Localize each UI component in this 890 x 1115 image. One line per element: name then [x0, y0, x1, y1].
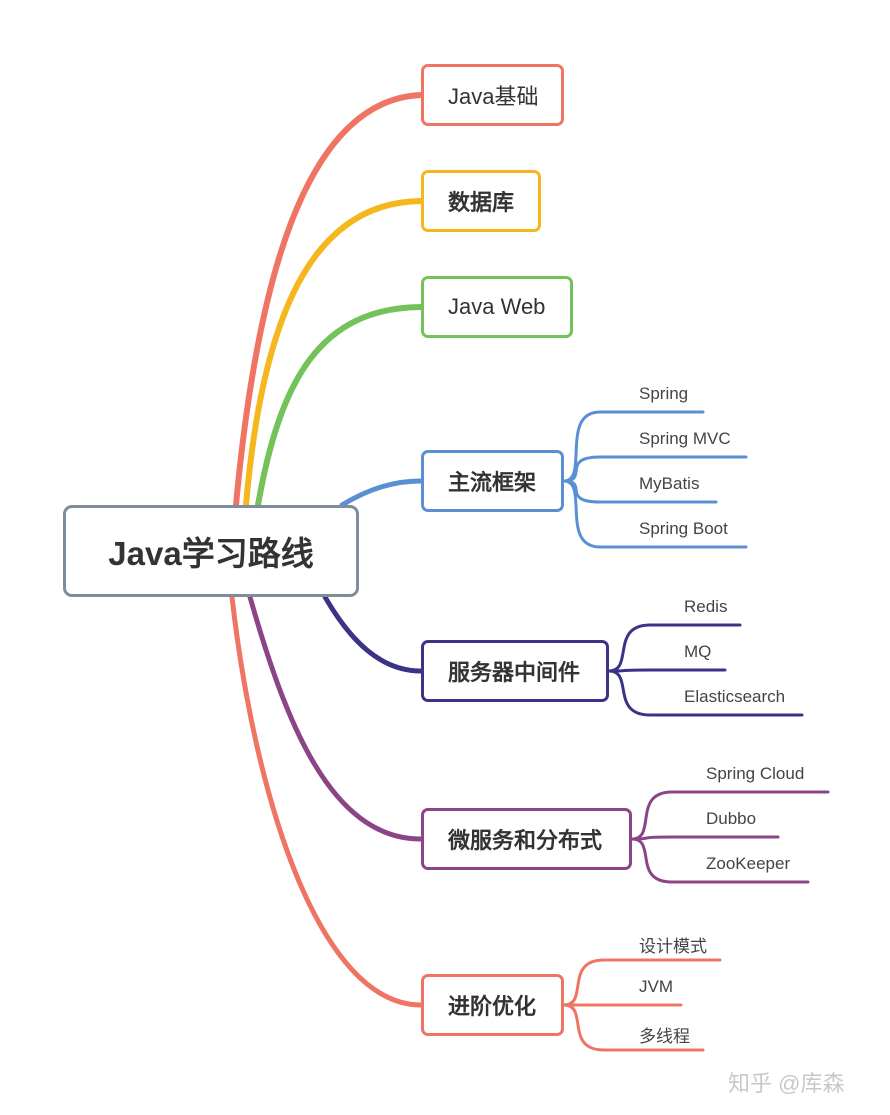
branch-connector-middleware [322, 594, 424, 674]
node-label: Java基础 [448, 84, 539, 109]
sub-connector-dubbo [630, 835, 780, 841]
node-label: 进阶优化 [448, 994, 537, 1019]
sub-connector-mq [607, 668, 727, 673]
leaf-zookeeper[interactable]: ZooKeeper [706, 854, 791, 873]
sub-connector-spring-cloud [630, 790, 830, 841]
sub-connector-multithreading [562, 1003, 705, 1052]
node-advanced[interactable]: 进阶优化 [421, 974, 564, 1036]
node-frameworks[interactable]: 主流框架 [421, 450, 564, 512]
branch-connector-javaweb [255, 304, 424, 508]
node-label: 主流框架 [448, 470, 537, 495]
watermark: 知乎 @库森 [728, 1071, 845, 1096]
sub-connector-elasticsearch [607, 669, 804, 717]
leaf-dubbo[interactable]: Dubbo [706, 809, 757, 828]
branch-connector-frameworks [339, 478, 424, 508]
root-label: Java学习路线 [108, 535, 314, 572]
node-database[interactable]: 数据库 [421, 170, 541, 232]
node-label: 微服务和分布式 [448, 828, 603, 853]
sub-connector-spring-mvc [562, 455, 748, 483]
leaf-redis[interactable]: Redis [684, 597, 728, 616]
node-middleware[interactable]: 服务器中间件 [421, 640, 609, 702]
branch-connector-basics [233, 92, 424, 508]
node-label: Java Web [448, 294, 546, 319]
sub-connector-design-patterns [562, 958, 722, 1007]
node-label: 数据库 [448, 190, 515, 215]
node-microservices[interactable]: 微服务和分布式 [421, 808, 632, 870]
leaf-mq[interactable]: MQ [684, 642, 712, 661]
node-java-basics[interactable]: Java基础 [421, 64, 564, 126]
root-node[interactable]: Java学习路线 [63, 505, 359, 597]
leaf-spring-boot[interactable]: Spring Boot [639, 519, 728, 538]
leaf-spring-cloud[interactable]: Spring Cloud [706, 764, 805, 783]
node-label: 服务器中间件 [448, 660, 581, 685]
leaf-spring[interactable]: Spring [639, 384, 689, 403]
sub-connector-spring [562, 410, 705, 483]
node-java-web[interactable]: Java Web [421, 276, 573, 338]
leaf-mybatis[interactable]: MyBatis [639, 474, 700, 493]
sub-connector-redis [607, 623, 742, 673]
leaf-design-patterns[interactable]: 设计模式 [639, 937, 707, 956]
leaf-elasticsearch[interactable]: Elasticsearch [684, 687, 786, 706]
leaf-jvm[interactable]: JVM [639, 977, 673, 996]
leaf-multithreading[interactable]: 多线程 [639, 1027, 690, 1046]
branch-connector-advanced [229, 594, 424, 1008]
branch-connector-microservices [247, 594, 424, 842]
sub-connector-spring-boot [562, 479, 748, 549]
branch-connector-database [243, 198, 424, 508]
leaf-spring-mvc[interactable]: Spring MVC [639, 429, 731, 448]
sub-connector-zookeeper [630, 837, 810, 884]
